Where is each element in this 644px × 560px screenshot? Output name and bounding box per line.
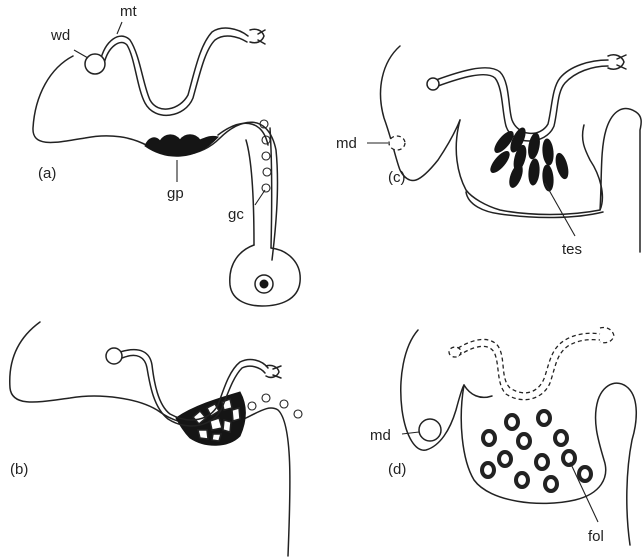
panel-d-follicle xyxy=(538,411,550,425)
panel-d-md-leader xyxy=(402,432,419,434)
panel-b-germ-cell xyxy=(262,394,270,402)
panel-b-cord xyxy=(223,420,231,432)
panel-c-testis-cord xyxy=(527,132,541,159)
panel-a-body-outline xyxy=(33,56,278,260)
panel-c-capsule xyxy=(608,55,626,69)
panel-a-stalk xyxy=(246,128,272,248)
panel-a-yolk-nucleus xyxy=(260,280,268,288)
panel-a-label-gp: gp xyxy=(167,185,184,202)
panel-d-degenerating-capsule xyxy=(600,327,614,342)
panel-c-tag: (c) xyxy=(388,169,406,186)
panel-d-tag: (d) xyxy=(388,461,406,478)
panel-d-follicle xyxy=(516,473,528,487)
panel-d-follicle xyxy=(536,455,548,469)
panel-a-wolffian-duct xyxy=(85,54,105,74)
panel-d-degenerating-tubule xyxy=(458,333,600,393)
panel-a-tag: (a) xyxy=(38,165,56,182)
panel-b-germ-cell xyxy=(248,402,256,410)
panel-a-gc-leader xyxy=(255,190,265,205)
panel-c-label-md: md xyxy=(336,135,357,152)
panel-b: (b) xyxy=(10,322,302,556)
panel-a-label-wd: wd xyxy=(50,27,70,44)
panel-d-label-md: md xyxy=(370,427,391,444)
panel-b-tag: (b) xyxy=(10,461,28,478)
panel-a-tubule-inner xyxy=(104,36,247,115)
panel-c-outline-left xyxy=(381,46,460,181)
panel-a-germ-cell xyxy=(262,152,270,160)
panel-d-ovary-lobe xyxy=(464,385,492,397)
panel-c-testis-cord xyxy=(542,139,554,166)
panel-b-germ-cell xyxy=(280,400,288,408)
panel-a-capsule xyxy=(250,29,265,44)
panel-c-testis-cord xyxy=(507,163,525,189)
panel-b-duct xyxy=(106,348,122,364)
panel-d-follicle xyxy=(482,463,494,477)
panel-a-genital-ridge xyxy=(145,135,218,156)
panel-c: md (c) tes xyxy=(336,46,641,258)
panel-b-cord xyxy=(198,430,208,439)
panel-b-cord xyxy=(212,434,221,441)
panel-b-cord xyxy=(232,408,240,421)
panel-b-germ-cell xyxy=(294,410,302,418)
panel-c-right-organ xyxy=(600,109,641,252)
panel-a-label-mt: mt xyxy=(120,3,137,20)
panel-a-germ-cell xyxy=(263,168,271,176)
panel-d-follicle xyxy=(555,431,567,445)
panel-d-follicle xyxy=(483,431,495,445)
panel-d-follicle xyxy=(518,434,530,448)
panel-d-label-fol: fol xyxy=(588,528,604,545)
panel-c-label-tes: tes xyxy=(562,241,582,258)
panel-d-degenerating-duct xyxy=(449,347,461,357)
panel-a-mt-leader xyxy=(117,22,122,34)
panel-d-follicle xyxy=(499,452,511,466)
panel-a-tubule-outer xyxy=(100,28,248,109)
panel-d-follicle xyxy=(563,451,575,465)
panel-d-follicle xyxy=(579,467,591,481)
panel-c-mullerian-duct xyxy=(389,136,405,150)
panel-c-testis-cord xyxy=(528,159,540,186)
panel-c-duct xyxy=(427,78,439,90)
panel-c-testis-cord xyxy=(554,152,570,180)
panel-c-testis-cord xyxy=(488,149,512,175)
panel-a-label-gc: gc xyxy=(228,206,244,223)
panel-a-wd-leader xyxy=(74,50,88,58)
panel-d-mullerian-duct xyxy=(419,419,441,441)
panel-d: md (d) fol xyxy=(370,327,636,545)
panel-d-follicles xyxy=(482,411,591,491)
panel-a: wd mt (a) gp gc xyxy=(33,3,300,306)
panel-c-tes-leader xyxy=(545,183,575,236)
panel-a-germ-cell xyxy=(262,184,270,192)
panel-d-follicle xyxy=(545,477,557,491)
panel-d-follicle xyxy=(506,415,518,429)
panel-d-degenerating-tubule-inner xyxy=(458,340,600,400)
